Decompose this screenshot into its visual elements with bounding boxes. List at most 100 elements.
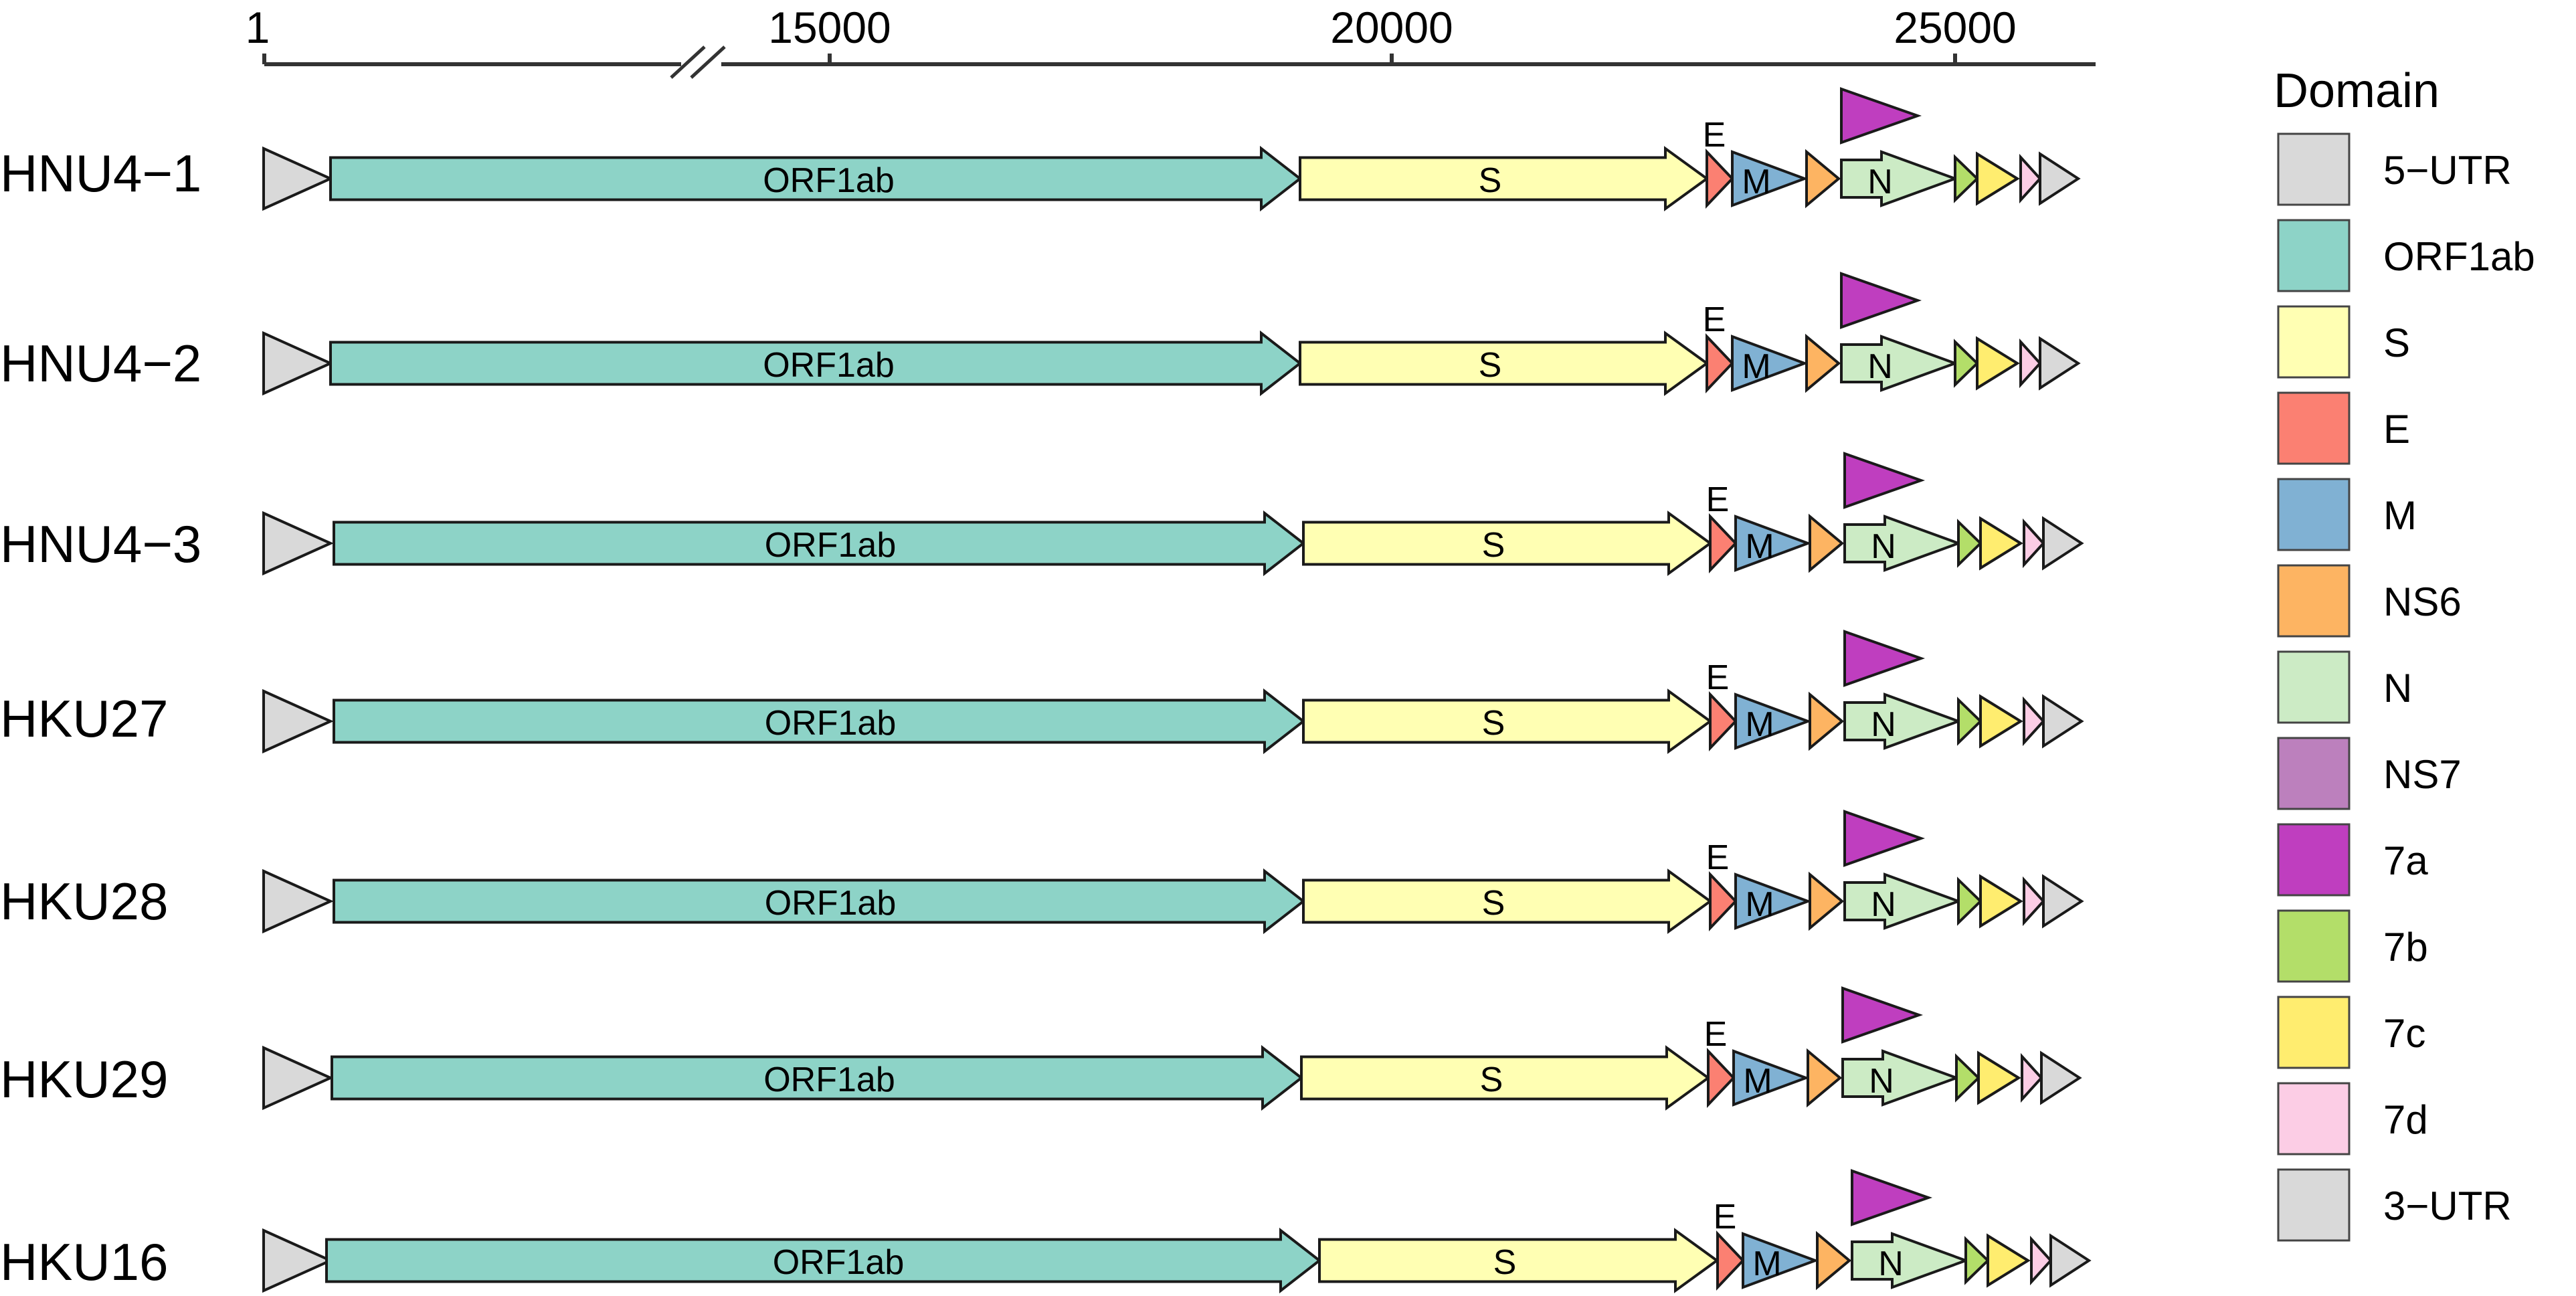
orf1ab-label: ORF1ab	[763, 346, 895, 385]
legend-item: 7d	[2277, 1082, 2428, 1155]
genome-label-hku28: HKU28	[0, 872, 168, 931]
s-gene-label: S	[1482, 884, 1505, 923]
legend-label: 7d	[2383, 1097, 2428, 1142]
genome-row: ORF1ab S EM N	[262, 630, 2084, 755]
n-gene-label: N	[1871, 705, 1896, 744]
e-gene-icon	[1709, 690, 1738, 752]
s-gene-label: S	[1480, 1060, 1503, 1099]
7d-gene-icon	[2023, 518, 2045, 569]
n-gene-label: N	[1869, 1062, 1894, 1101]
7a-gene-icon	[1840, 87, 1922, 145]
axis-tick-label-1: 1	[246, 3, 270, 52]
m-gene-label: M	[1745, 527, 1774, 566]
e-gene-label: E	[1704, 1015, 1728, 1054]
legend-swatch	[2277, 650, 2351, 724]
utr5-icon	[262, 1228, 334, 1293]
m-gene-label: M	[1742, 347, 1770, 386]
e-gene-icon	[1716, 1230, 1745, 1291]
n-gene-label: N	[1867, 163, 1893, 201]
n-gene-arrow	[1840, 335, 1959, 392]
orf1ab-arrow	[331, 1044, 1304, 1111]
orf1ab-label: ORF1ab	[765, 884, 897, 923]
m-gene-label: M	[1743, 1062, 1772, 1101]
legend-swatch	[2277, 996, 2351, 1069]
orf1ab-arrow	[329, 145, 1303, 212]
orf1ab-label: ORF1ab	[765, 704, 897, 743]
e-gene-label: E	[1706, 480, 1730, 519]
e-gene-label: E	[1706, 658, 1730, 697]
legend-label: 5−UTR	[2383, 148, 2512, 193]
utr5-icon	[262, 868, 334, 934]
n-gene-arrow	[1843, 515, 1962, 572]
legend-item: M	[2277, 478, 2417, 551]
legend-label: S	[2383, 320, 2410, 365]
utr3-icon	[2039, 151, 2081, 206]
orf1ab-label: ORF1ab	[773, 1243, 905, 1282]
s-gene-arrow	[1302, 688, 1713, 754]
legend-label: 7b	[2383, 925, 2428, 969]
m-gene-label: M	[1745, 885, 1774, 924]
ns6-gene-icon	[1809, 691, 1845, 751]
orf1ab-arrow	[333, 688, 1306, 755]
7b-gene-icon	[1957, 697, 1983, 746]
legend-swatch	[2277, 391, 2351, 465]
s-gene-arrow	[1300, 1045, 1711, 1111]
orf1ab-arrow	[333, 510, 1306, 577]
ns6-gene-icon	[1805, 333, 1841, 393]
legend-label: NS7	[2383, 752, 2462, 797]
m-gene-icon	[1731, 150, 1809, 207]
utr3-icon	[2040, 1050, 2082, 1105]
e-gene-label: E	[1703, 116, 1726, 155]
legend-label: N	[2383, 666, 2412, 711]
7c-gene-icon	[1976, 336, 2020, 391]
genome-row-labels: HNU4−1 HNU4−2 HNU4−3 HKU27 HKU28 HKU29 H…	[0, 144, 201, 1291]
orf1ab-arrow	[333, 868, 1306, 935]
orf1ab-arrow	[325, 1227, 1322, 1294]
utr5-icon	[262, 688, 334, 754]
legend-label: M	[2383, 493, 2417, 538]
n-gene-label: N	[1867, 347, 1893, 386]
m-gene-icon	[1732, 1049, 1810, 1107]
legend-label: NS6	[2383, 579, 2462, 624]
s-gene-arrow	[1302, 511, 1713, 576]
s-gene-label: S	[1493, 1243, 1517, 1282]
orf1ab-label: ORF1ab	[765, 526, 897, 565]
n-gene-label: N	[1878, 1244, 1904, 1283]
legend-swatch	[2277, 737, 2351, 810]
s-gene-arrow	[1302, 868, 1713, 934]
n-gene-label: N	[1871, 527, 1896, 566]
m-gene-label: M	[1745, 705, 1774, 744]
7d-gene-icon	[2021, 1052, 2043, 1103]
legend-item: N	[2277, 650, 2412, 724]
utr3-icon	[2039, 336, 2081, 391]
genome-label-hku16: HKU16	[0, 1232, 168, 1291]
s-gene-label: S	[1482, 704, 1505, 743]
legend-swatch	[2277, 1168, 2351, 1242]
legend-item: NS7	[2277, 737, 2462, 810]
utr3-icon	[2042, 694, 2084, 749]
m-gene-icon	[1731, 335, 1809, 392]
e-gene-icon	[1706, 148, 1734, 209]
s-gene-arrow	[1299, 146, 1710, 211]
genome-label-hnu4-1: HNU4−1	[0, 144, 201, 203]
7a-gene-icon	[1841, 986, 1924, 1044]
orf1ab-arrow	[329, 330, 1303, 397]
n-gene-arrow	[1840, 150, 1959, 207]
legend-swatch	[2277, 1082, 2351, 1155]
utr3-icon	[2042, 874, 2084, 929]
utr3-icon	[2049, 1233, 2092, 1288]
m-gene-label: M	[1752, 1244, 1781, 1283]
7c-gene-icon	[1987, 1233, 2031, 1288]
genome-axis: 1 15000 20000 25000	[246, 3, 2096, 79]
utr5-icon	[262, 146, 334, 211]
7a-gene-icon	[1851, 1169, 1933, 1226]
ns6-gene-icon	[1816, 1230, 1852, 1291]
legend-swatch	[2277, 132, 2351, 206]
7d-gene-icon	[2023, 876, 2045, 927]
7a-gene-icon	[1843, 810, 1926, 867]
utr5-icon	[262, 1045, 334, 1111]
axis-tick-label-15000: 15000	[768, 3, 891, 52]
